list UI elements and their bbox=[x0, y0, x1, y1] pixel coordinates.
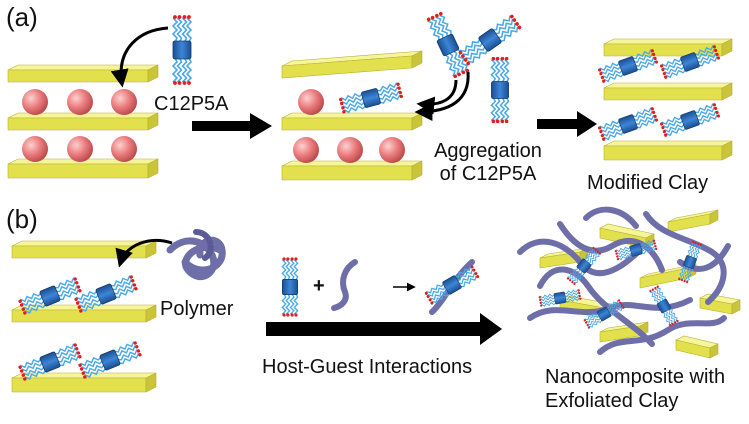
c12p5a-label: C12P5A bbox=[154, 93, 229, 115]
panel-a-start-clay-stack bbox=[7, 64, 159, 179]
c12p5a-aggregate bbox=[426, 11, 522, 124]
nanocomposite-label-line2: Exfoliated Clay bbox=[545, 390, 679, 412]
aggregation-arrows bbox=[414, 71, 470, 121]
c12p5a-molecule-reagent bbox=[171, 15, 193, 85]
host-guest-label: Host-Guest Interactions bbox=[262, 356, 473, 378]
aggregation-label-line2: of C12P5A bbox=[439, 163, 537, 185]
nanocomposite-label-line1: Nanocomposite with bbox=[545, 366, 726, 388]
panel-b-label: (b) bbox=[6, 204, 38, 234]
modified-clay-label: Modified Clay bbox=[587, 172, 709, 194]
host-guest-reaction-arrow bbox=[266, 313, 502, 345]
curved-insertion-arrow-a bbox=[110, 26, 169, 88]
reaction-arrow-a1 bbox=[192, 113, 272, 139]
reaction-arrow-a2 bbox=[537, 111, 597, 137]
panel-a-intermediate-clay-stack bbox=[281, 50, 423, 181]
curved-insertion-arrow-b bbox=[115, 239, 173, 268]
modified-clay-stack bbox=[597, 38, 733, 161]
polymer-coil bbox=[166, 229, 226, 280]
plus-sign: + bbox=[313, 275, 325, 297]
host-guest-scheme bbox=[281, 257, 480, 317]
panel-b-modified-clay-stack bbox=[11, 240, 157, 393]
panel-a-label: (a) bbox=[6, 2, 38, 32]
nanocomposite-cluster bbox=[517, 206, 741, 359]
aggregation-label-line1: Aggregation bbox=[434, 140, 542, 162]
polymer-label: Polymer bbox=[160, 298, 234, 320]
